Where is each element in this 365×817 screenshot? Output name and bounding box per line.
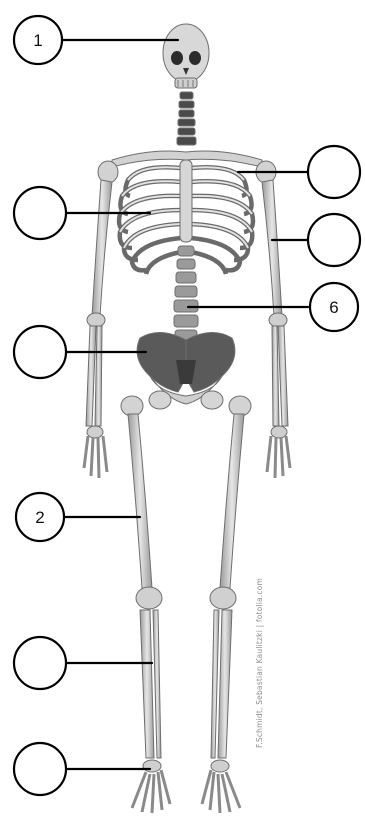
label-blank-foot[interactable] — [14, 743, 66, 795]
label-blank-upper-arm[interactable] — [308, 214, 360, 266]
label-2-thigh: 2 — [16, 493, 64, 541]
label-1-skull: 1 — [14, 16, 62, 64]
neck-vertebrae — [177, 92, 196, 145]
lumbar-spine — [174, 246, 198, 340]
label-number: 2 — [35, 508, 44, 527]
label-blank-pelvis[interactable] — [14, 326, 66, 378]
label-blank-shin[interactable] — [14, 637, 66, 689]
label-number: 1 — [33, 31, 42, 50]
skull — [163, 24, 209, 88]
right-leg — [202, 396, 251, 813]
sternum — [180, 160, 192, 242]
left-leg — [121, 396, 170, 813]
left-arm — [84, 180, 112, 478]
right-arm — [262, 180, 290, 478]
label-number: 6 — [329, 298, 338, 317]
label-6-spine: 6 — [310, 283, 358, 331]
label-blank-shoulder[interactable] — [308, 146, 360, 198]
pelvis — [137, 332, 235, 409]
label-blank-ribcage[interactable] — [14, 187, 66, 239]
photo-credit: F.Schmidt, Sebastian Kaulitzki | fotolia… — [255, 578, 264, 748]
